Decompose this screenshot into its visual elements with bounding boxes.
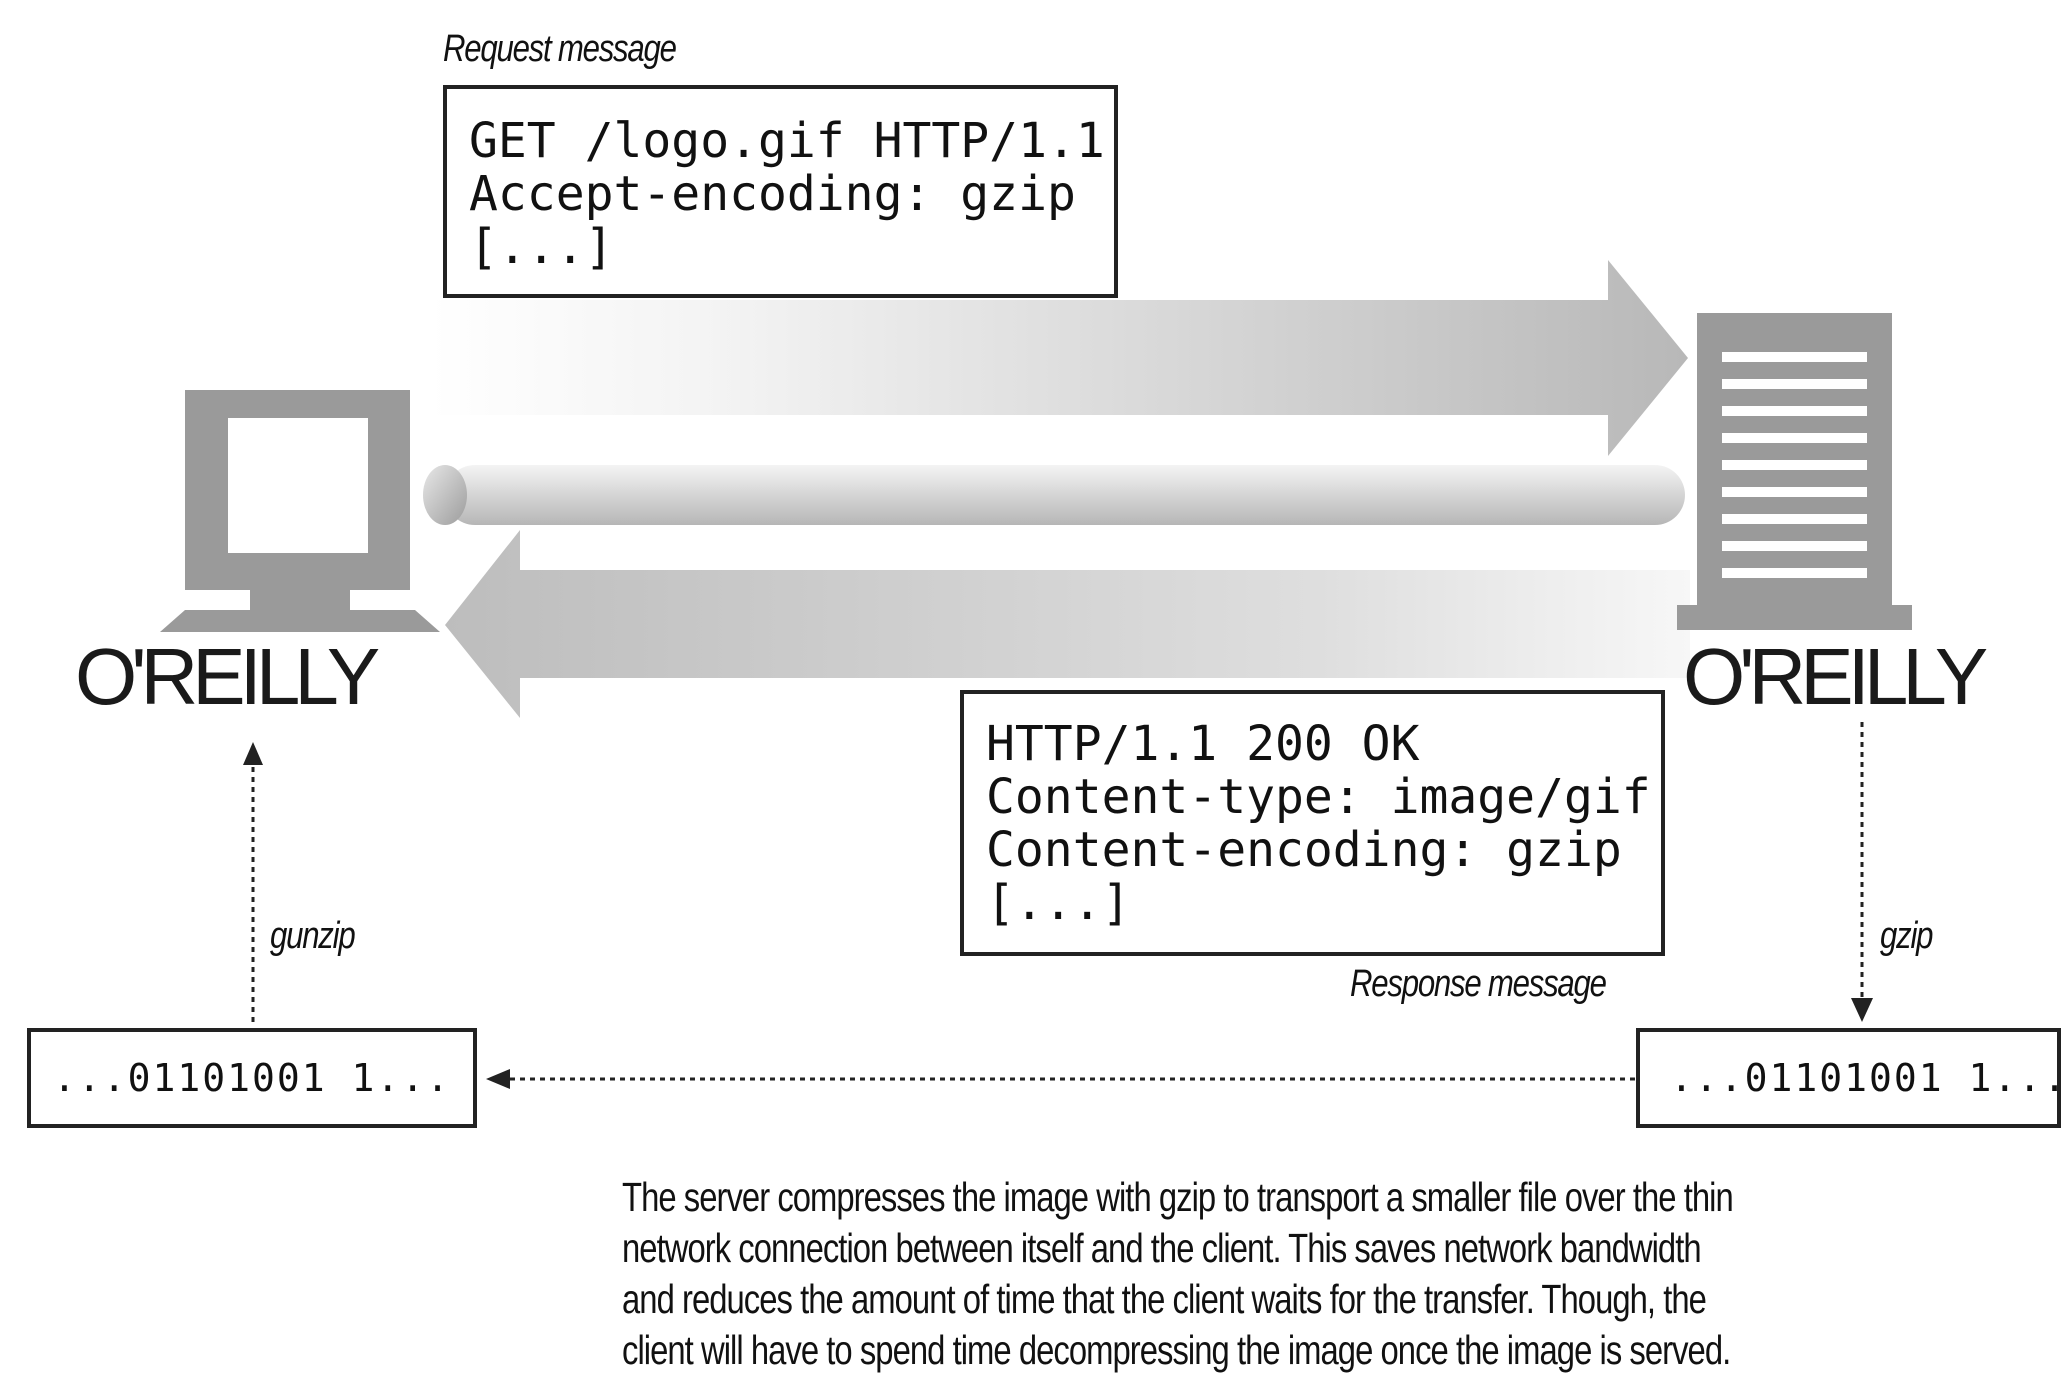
request-message-caption: Request message <box>443 28 677 70</box>
client-binary-box: ...01101001 1... <box>27 1028 477 1128</box>
gzip-label: gzip <box>1880 915 1933 957</box>
server-logo: O'REILLY <box>1683 632 1988 721</box>
description-line: and reduces the amount of time that the … <box>622 1276 1707 1322</box>
description-line: client will have to spend time decompres… <box>622 1327 1731 1373</box>
description-line: The server compresses the image with gzi… <box>622 1174 1734 1220</box>
request-line: [...] <box>469 219 614 275</box>
gunzip-arrow <box>243 742 263 1022</box>
gunzip-label: gunzip <box>270 915 356 957</box>
request-message-box: GET /logo.gif HTTP/1.1 Accept-encoding: … <box>443 85 1118 298</box>
request-arrow <box>430 260 1688 456</box>
network-pipe <box>423 465 1685 525</box>
response-line: Content-type: image/gif <box>986 769 1651 825</box>
response-message-caption: Response message <box>1350 963 1607 1005</box>
gzip-arrow <box>1851 722 1873 1022</box>
client-computer-icon <box>160 390 440 632</box>
response-message-box: HTTP/1.1 200 OK Content-type: image/gif … <box>960 690 1665 956</box>
description-paragraph: The server compresses the image with gzi… <box>622 1172 1734 1376</box>
request-line: GET /logo.gif HTTP/1.1 <box>469 113 1105 169</box>
server-icon <box>1677 313 1912 630</box>
request-line: Accept-encoding: gzip <box>469 166 1076 222</box>
response-line: [...] <box>986 875 1131 931</box>
response-line: Content-encoding: gzip <box>986 822 1622 878</box>
description-line: network connection between itself and th… <box>622 1225 1702 1271</box>
server-binary-box: ...01101001 1... <box>1636 1028 2061 1128</box>
response-line: HTTP/1.1 200 OK <box>986 716 1420 772</box>
client-logo: O'REILLY <box>75 632 380 721</box>
response-arrow <box>445 530 1690 718</box>
transfer-arrow <box>486 1069 1635 1089</box>
